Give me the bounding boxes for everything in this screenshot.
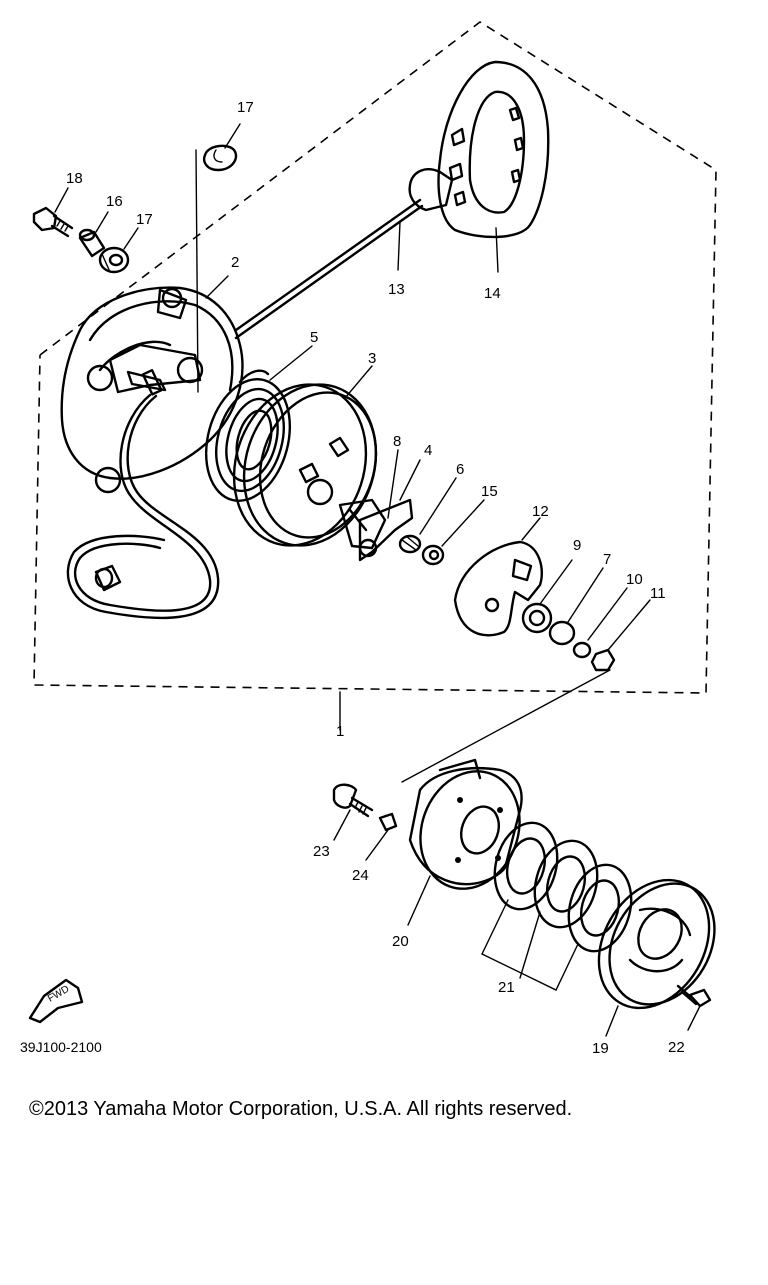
part-22-screw (676, 984, 712, 1031)
part-20-starter-pulley (407, 758, 523, 926)
part-8-pawl (338, 449, 399, 550)
part-19-cover (597, 878, 716, 1037)
label-part-7: 7 (603, 551, 611, 568)
assembly-boundary (33, 21, 717, 694)
part-6-bolt (398, 477, 457, 554)
label-part-21: 21 (498, 979, 515, 996)
label-part-4: 4 (424, 442, 432, 459)
leader-11-to-20 (401, 669, 611, 783)
label-part-12: 12 (532, 503, 549, 520)
part-21-gaskets (481, 821, 633, 991)
part-18-bolt (32, 187, 74, 238)
part-23-bolt (332, 783, 374, 841)
label-part-17-upper: 17 (237, 99, 254, 116)
label-part-24: 24 (352, 867, 369, 884)
label-part-23: 23 (313, 843, 330, 860)
label-part-6: 6 (456, 461, 464, 478)
part-24-washer (365, 812, 398, 861)
label-part-8: 8 (393, 433, 401, 450)
label-part-1: 1 (336, 723, 344, 740)
part-17-top-collar (203, 123, 241, 172)
label-part-20: 20 (392, 933, 409, 950)
label-part-2: 2 (231, 254, 239, 271)
label-part-18: 18 (66, 170, 83, 187)
label-part-10: 10 (626, 571, 643, 588)
part-15-washer (421, 499, 485, 566)
fwd-arrow-icon: FWD (28, 978, 84, 1024)
drawing-code: 39J100-2100 (20, 1039, 102, 1055)
part-7-washer (548, 567, 604, 646)
label-part-5: 5 (310, 329, 318, 346)
fwd-label: FWD (46, 984, 71, 1005)
label-part-15: 15 (481, 483, 498, 500)
label-part-11: 11 (650, 585, 666, 602)
part-11-nut (590, 599, 651, 672)
part-16-spacer (78, 211, 109, 258)
label-part-16: 16 (106, 193, 123, 210)
part-14-starter-handle (408, 60, 550, 273)
label-part-22: 22 (668, 1039, 685, 1056)
part-5-recoil-spring (204, 345, 313, 502)
copyright-notice: ©2013 Yamaha Motor Corporation, U.S.A. A… (29, 1098, 573, 1120)
rope-end-fitting (94, 564, 122, 592)
rope-guide-cable (74, 393, 212, 612)
part-12-drive-plate (453, 517, 543, 637)
part-3-sheave-drum (232, 365, 378, 547)
part-10-washer (572, 587, 628, 659)
part-4-pawl-spring (358, 459, 421, 562)
label-part-14: 14 (484, 285, 501, 302)
part-2-starter-case (60, 149, 244, 494)
label-part-3: 3 (368, 350, 376, 367)
label-part-13: 13 (388, 281, 405, 298)
part-9-spring (521, 559, 573, 634)
label-part-9: 9 (573, 537, 581, 554)
label-part-17-lower: 17 (136, 211, 153, 228)
part-13-starter-rope (234, 198, 424, 340)
label-part-19: 19 (592, 1040, 609, 1057)
part-17-collar (98, 227, 139, 274)
